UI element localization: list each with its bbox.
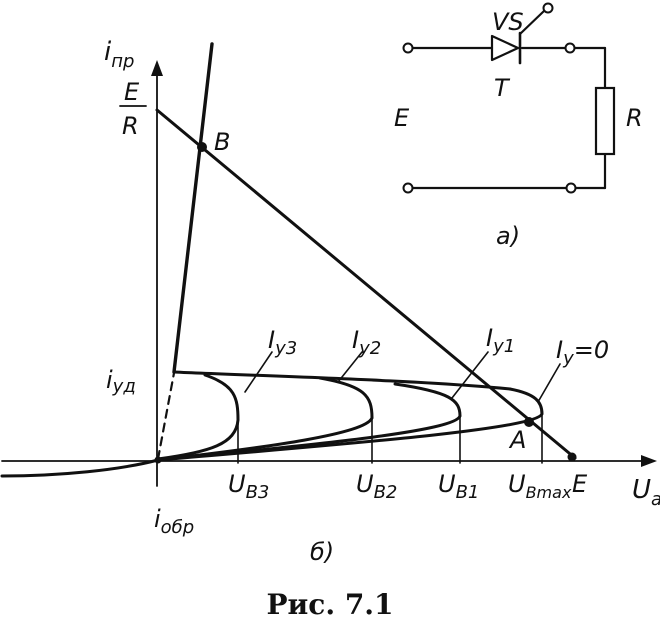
- device-label: VS: [492, 8, 524, 36]
- ratio-numerator: E: [124, 78, 140, 106]
- terminal-top-left: [402, 42, 414, 54]
- thyristor-symbol-icon: [490, 2, 554, 65]
- circuit-wires: [410, 46, 607, 190]
- curve-iy2: [156, 376, 374, 462]
- circuit-part-label: а): [496, 222, 520, 250]
- reverse-branch: [0, 458, 160, 478]
- on-state-dashed: [156, 371, 176, 461]
- curve-label-iy3: Iу3: [268, 326, 297, 359]
- curve-label-iy2-leader: [337, 351, 363, 383]
- x-axis-arrow: [641, 455, 657, 467]
- breakover-label-ub3: UB3: [228, 470, 269, 503]
- axes: [1, 60, 657, 487]
- graph: iпр Ua E R B A iуд iобр E Iу3 Iу2 Iу1: [0, 37, 660, 566]
- terminal-bottom-right: [565, 182, 577, 194]
- x-axis-label: Ua: [632, 475, 660, 510]
- curve-label-iy3-leader: [244, 351, 273, 393]
- curve-iy3: [156, 373, 240, 461]
- characteristic-curves: [0, 42, 577, 478]
- breakover-label-ub2: UB2: [356, 470, 397, 503]
- terminal-bottom-left: [402, 182, 414, 194]
- figure-caption: Рис. 7.1: [266, 588, 394, 621]
- x-e-label: E: [572, 470, 588, 498]
- point-b-label: B: [214, 128, 230, 156]
- curve-iy1: [156, 382, 462, 462]
- terminal-top-right: [564, 42, 576, 54]
- origin-dot: [154, 456, 162, 464]
- graph-part-label: б): [310, 538, 334, 566]
- point-b-dot: [197, 142, 207, 152]
- load-line: [155, 108, 577, 460]
- y-axis-label: iпр: [104, 37, 134, 72]
- on-state-branch: [172, 42, 214, 374]
- source-label: E: [394, 104, 410, 132]
- point-e-dot: [567, 452, 577, 462]
- reverse-current-label: iобр: [154, 505, 194, 538]
- curve-label-iy1: Iу1: [486, 324, 515, 357]
- curve-label-iy0-leader: [537, 363, 561, 403]
- curve-label-iy1-leader: [451, 351, 489, 399]
- y-axis-arrow: [151, 60, 163, 76]
- ratio-denominator: R: [122, 112, 139, 140]
- curve-iy0: [156, 387, 544, 462]
- hold-current-label: iуд: [106, 366, 136, 397]
- load-label: R: [626, 104, 643, 132]
- circuit-schematic: VS T E R а): [394, 2, 643, 250]
- gate-label: T: [494, 74, 511, 102]
- breakover-label-ubmax: UBmax: [508, 470, 572, 502]
- hold-plateau: [172, 370, 512, 391]
- breakover-label-ub1: UB1: [438, 470, 479, 503]
- point-a-dot: [524, 417, 534, 427]
- curve-label-iy2: Iу2: [352, 326, 381, 359]
- resistor-symbol-icon: [594, 86, 616, 156]
- curve-label-iy0: Iу=0: [556, 336, 609, 369]
- point-a-label: A: [508, 426, 526, 454]
